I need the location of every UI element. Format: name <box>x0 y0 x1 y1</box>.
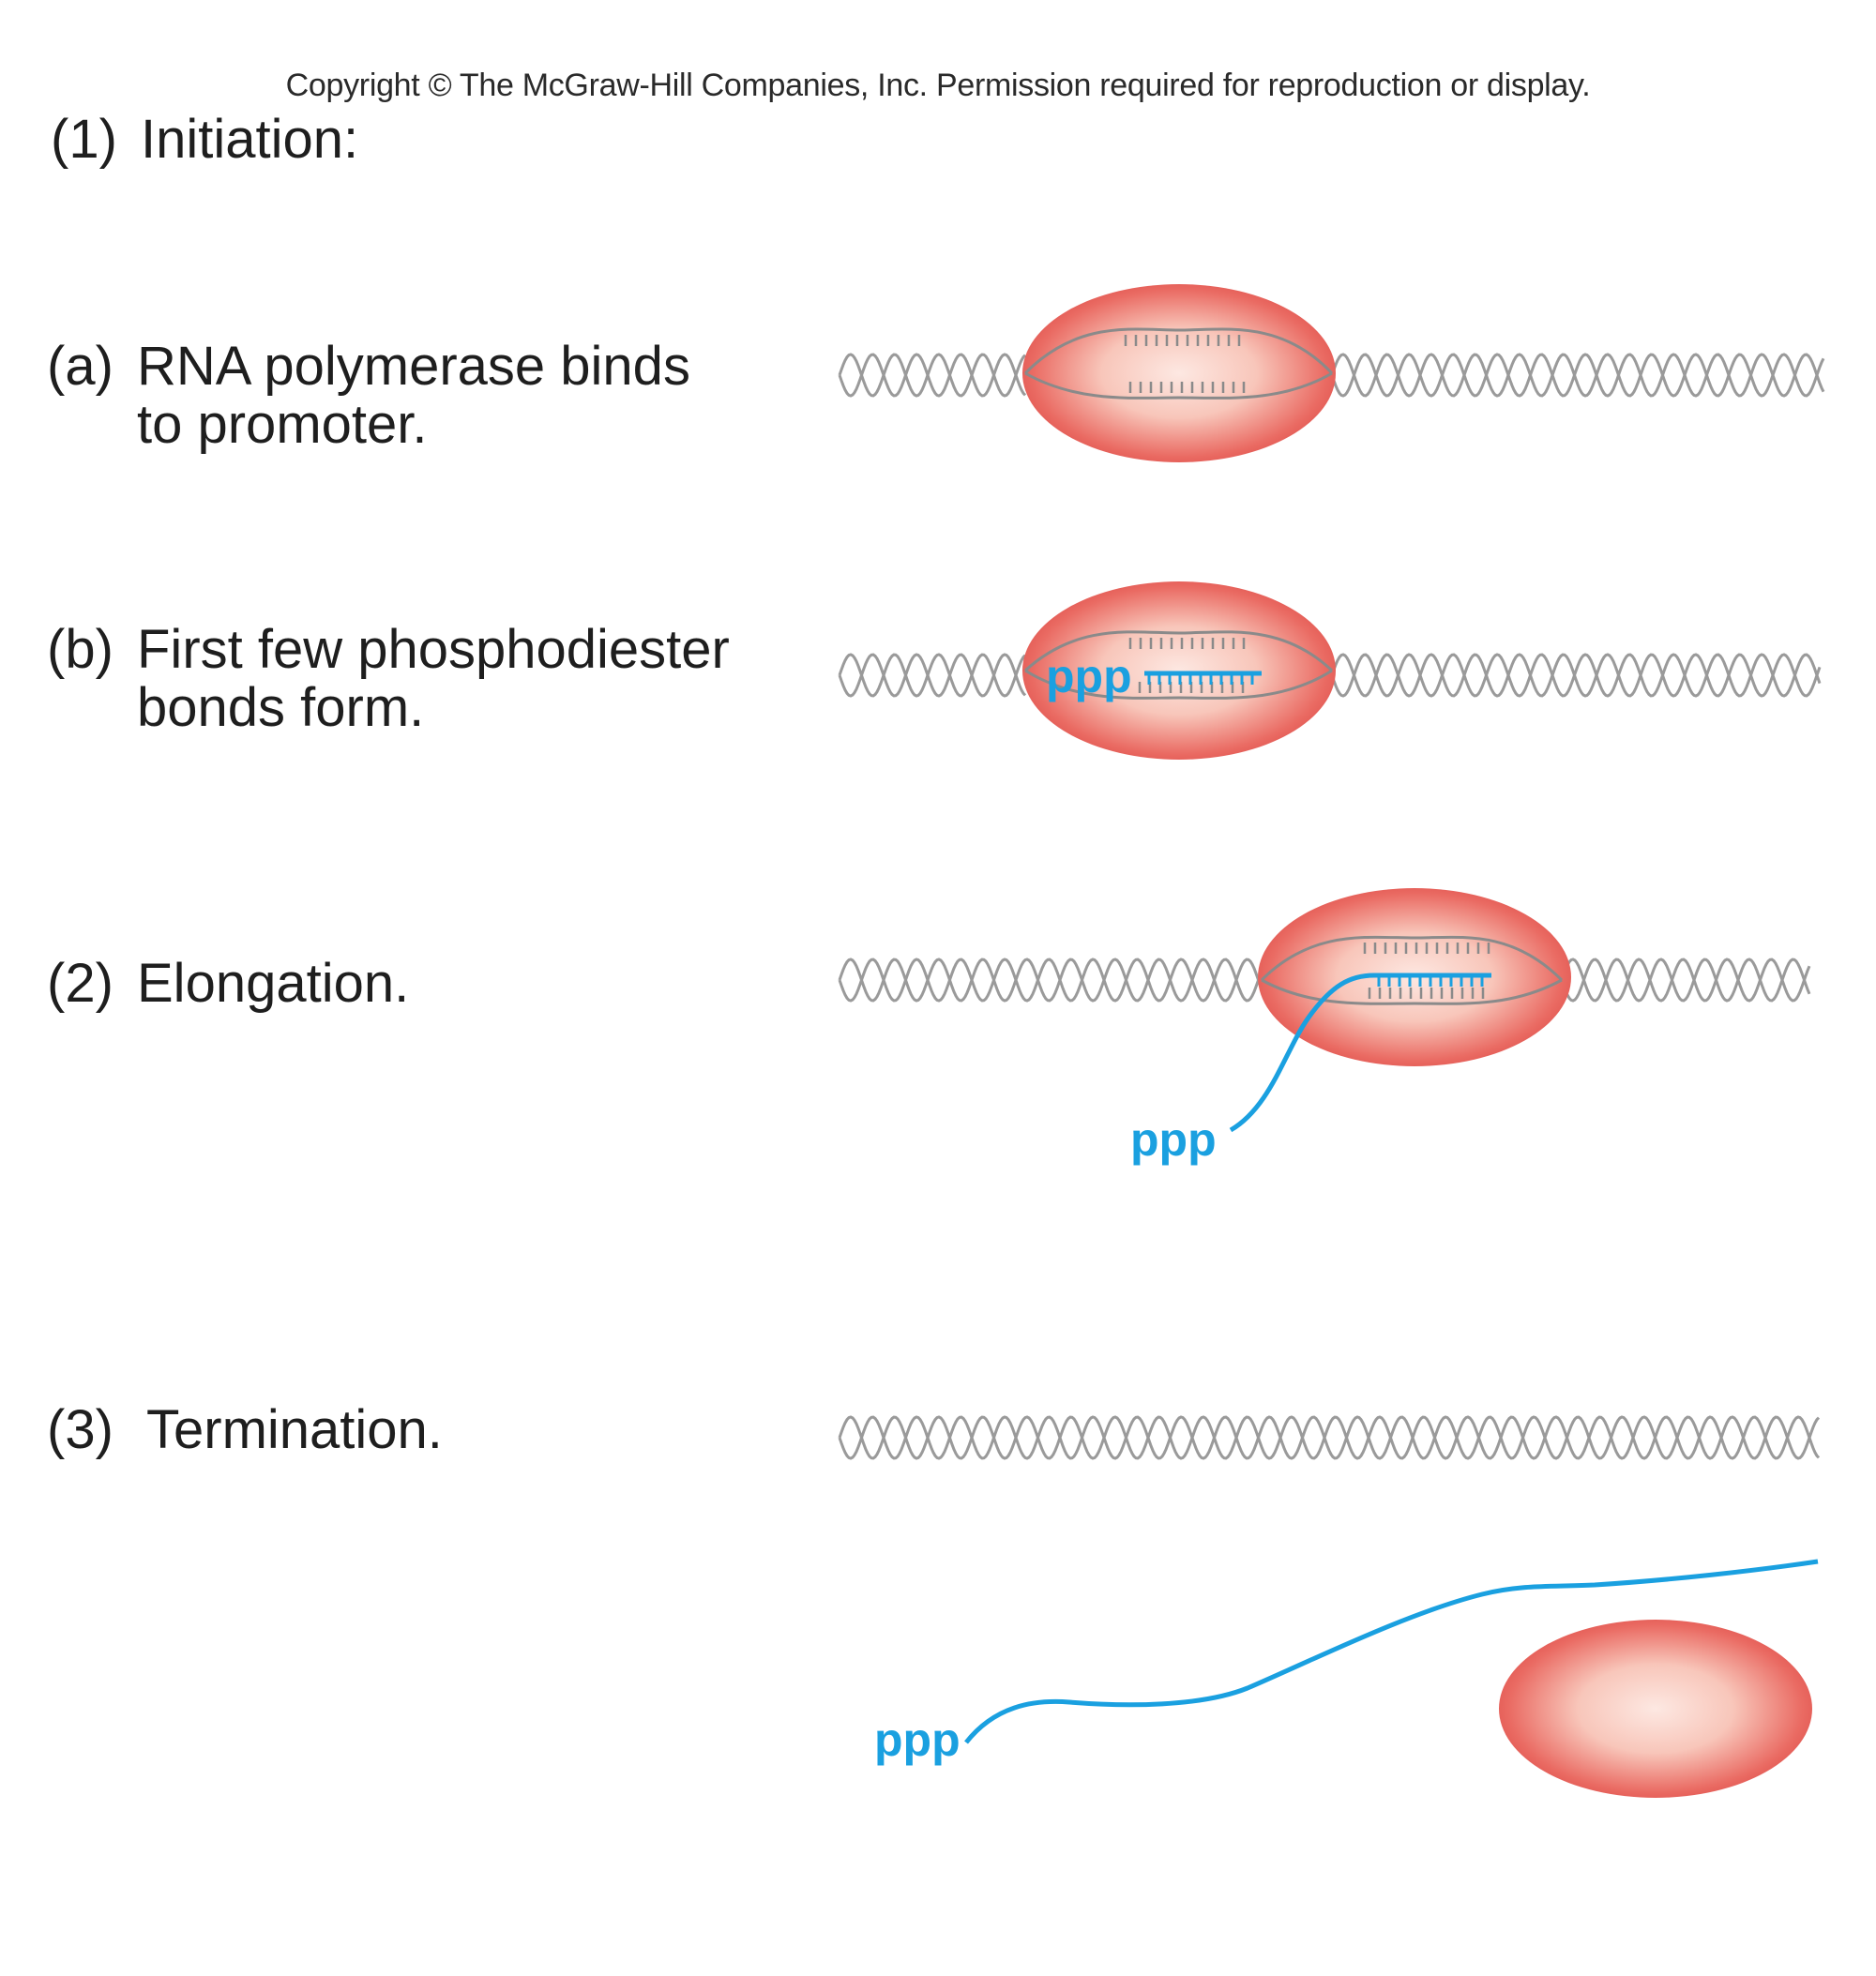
step-title: Initiation: <box>141 109 359 170</box>
rna-5prime-triphosphate-b: ppp <box>1046 650 1132 702</box>
step-number: (2) <box>47 953 113 1014</box>
dna-helix-row-b <box>838 653 1822 698</box>
dna-helix-row-elongation <box>838 958 1811 1003</box>
step-number: (a) <box>47 336 113 397</box>
step-number: (3) <box>47 1399 113 1460</box>
transcription-bubble-a <box>1023 327 1334 400</box>
rna-5prime-triphosphate-elongation: ppp <box>1130 1113 1217 1166</box>
transcription-bubble-elongation <box>1260 935 1564 1005</box>
step-termination-label: (3) Termination. <box>47 1401 443 1459</box>
released-rna-transcript <box>964 1559 1819 1744</box>
step-title-line2: to promoter. <box>137 394 428 455</box>
transcription-bubble-b <box>1023 630 1334 700</box>
step-title-line1: First few phosphodiester <box>137 619 730 680</box>
step-title-line1: RNA polymerase binds <box>137 336 690 397</box>
nascent-rna-b <box>1144 671 1262 685</box>
dna-helix-row-a <box>838 353 1825 398</box>
nascent-rna-elongation <box>1229 973 1491 1133</box>
rna-polymerase-a <box>1022 284 1336 462</box>
step-title: Termination. <box>146 1399 443 1460</box>
step-title-line2: bonds form. <box>137 677 425 738</box>
rna-polymerase-b <box>1022 581 1336 760</box>
step-b-label: (b) First few phosphodiester bonds form. <box>47 621 730 737</box>
released-rna-polymerase <box>1499 1620 1812 1798</box>
step-elongation-label: (2) Elongation. <box>47 955 409 1013</box>
step-number: (b) <box>47 619 113 680</box>
step-initiation-label: (1) Initiation: <box>51 111 358 169</box>
step-number: (1) <box>51 109 117 170</box>
rna-5prime-triphosphate-termination: ppp <box>874 1713 961 1766</box>
copyright-notice: Copyright © The McGraw-Hill Companies, I… <box>285 68 1591 103</box>
dna-helix-row-termination <box>838 1415 1821 1460</box>
step-title: Elongation. <box>137 953 410 1014</box>
step-a-label: (a) RNA polymerase binds to promoter. <box>47 338 690 454</box>
